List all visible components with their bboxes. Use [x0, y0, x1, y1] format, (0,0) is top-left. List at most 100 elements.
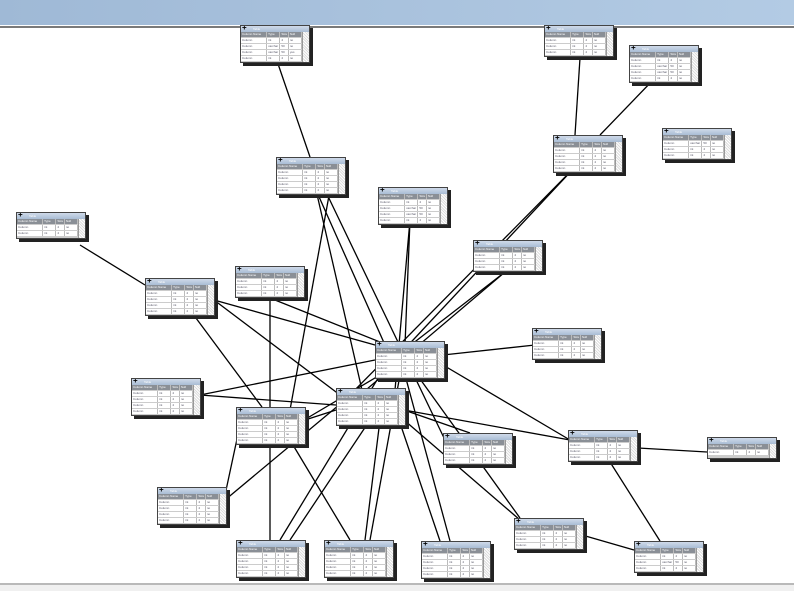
- expand-icon[interactable]: +: [18, 213, 23, 219]
- scrollbar[interactable]: [576, 525, 583, 549]
- scrollbar[interactable]: [297, 273, 304, 297]
- scrollbar[interactable]: [535, 247, 542, 271]
- table-title-bar[interactable]: +Table: [708, 438, 776, 444]
- scrollbar[interactable]: [440, 194, 447, 224]
- expand-icon[interactable]: +: [664, 129, 669, 135]
- table-title-bar[interactable]: +Table: [17, 213, 85, 219]
- table-title-bar[interactable]: +Table: [422, 542, 490, 548]
- table-title-bar[interactable]: +Table: [325, 541, 393, 547]
- table-title-bar[interactable]: +Table: [444, 434, 512, 440]
- expand-icon[interactable]: +: [546, 26, 551, 32]
- expand-icon[interactable]: +: [445, 434, 450, 440]
- table-row[interactable]: [708, 457, 769, 458]
- scrollbar[interactable]: [78, 219, 85, 238]
- scrollbar[interactable]: [338, 164, 345, 194]
- scrollbar[interactable]: [302, 32, 309, 62]
- scrollbar[interactable]: [594, 335, 601, 359]
- expand-icon[interactable]: +: [570, 431, 575, 437]
- table-title-bar[interactable]: +Table: [635, 542, 703, 548]
- expand-icon[interactable]: +: [534, 329, 539, 335]
- table-title-bar[interactable]: +Table: [146, 279, 214, 285]
- scrollbar[interactable]: [505, 440, 512, 464]
- scrollbar[interactable]: [398, 395, 405, 425]
- table-title-bar[interactable]: +Table: [337, 389, 405, 395]
- expand-icon[interactable]: +: [631, 46, 636, 52]
- scrollbar[interactable]: [298, 414, 305, 444]
- table-title-bar[interactable]: +Table: [158, 488, 226, 494]
- expand-icon[interactable]: +: [133, 379, 138, 385]
- scrollbar[interactable]: [691, 52, 698, 82]
- table-title-bar[interactable]: +Table: [379, 188, 447, 194]
- table-title-bar[interactable]: +Table: [237, 541, 305, 547]
- scrollbar[interactable]: [483, 548, 490, 578]
- table-title-bar[interactable]: +Table: [554, 136, 622, 142]
- scrollbar[interactable]: [630, 437, 637, 461]
- expand-icon[interactable]: +: [238, 541, 243, 547]
- table-title-bar[interactable]: +Table: [376, 342, 444, 348]
- expand-icon[interactable]: +: [338, 389, 343, 395]
- expand-icon[interactable]: +: [636, 542, 641, 548]
- expand-icon[interactable]: +: [159, 488, 164, 494]
- scrollbar[interactable]: [386, 547, 393, 577]
- expand-icon[interactable]: +: [278, 158, 283, 164]
- table-title-bar[interactable]: +Table: [630, 46, 698, 52]
- expand-icon[interactable]: +: [326, 541, 331, 547]
- scrollbar[interactable]: [769, 444, 776, 458]
